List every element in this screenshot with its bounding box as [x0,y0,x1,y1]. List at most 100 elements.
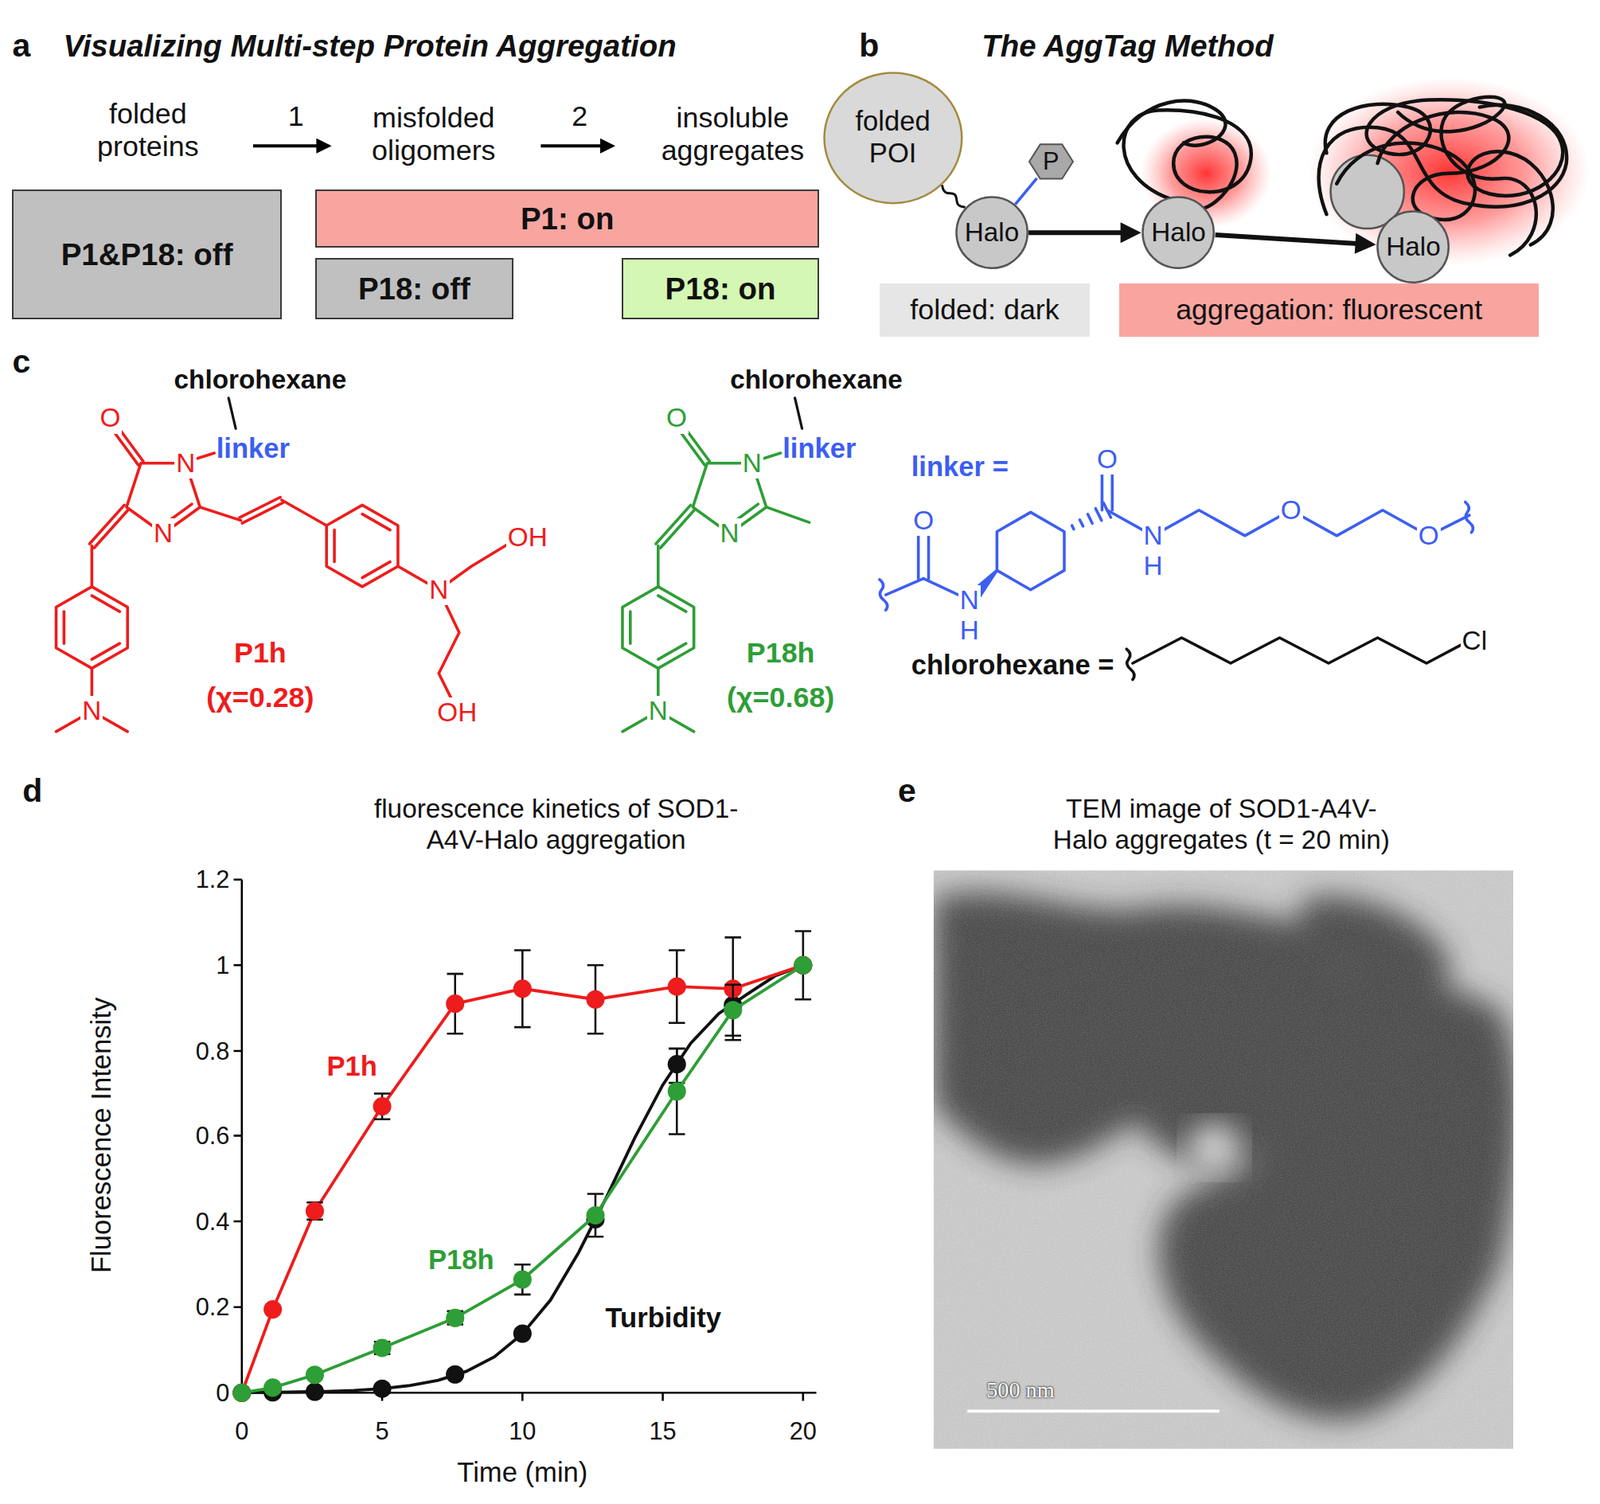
atom-label-box: O [1095,444,1120,475]
p1h-structure [239,496,281,518]
linker-structure [1087,514,1093,524]
atom-label: O [1095,444,1120,475]
turbidity-series [305,1381,324,1401]
compound-name: P1h [234,636,287,670]
p18h-structure [766,507,810,523]
scale-bar [967,1408,1220,1413]
p18h-series [513,1270,532,1289]
compound-value-box: (χ=0.68) [726,681,835,715]
p1h-structure [113,430,139,466]
node-text: Halo [964,217,1020,248]
axis-tick-label-box: 15 [648,1416,676,1445]
series-label: P18h [428,1244,495,1277]
atom-label-box: N [958,585,981,616]
panel-letter-box: d [22,772,43,810]
atom-label: H [958,615,981,646]
panel-title: Visualizing Multi-step Protein Aggregati… [62,28,676,64]
process-arrow [253,144,329,148]
p18h-series [373,1338,392,1357]
definition-label-box: chlorohexane = [911,649,1115,682]
misfolded-chain [1123,109,1252,210]
series-label-box: P1h [327,1050,378,1083]
p1h-structure [56,586,129,669]
p1h-series [513,979,532,998]
axis-tick-label: 0.6 [195,1121,231,1150]
p18h-series [241,964,804,1393]
linker-structure [917,532,921,579]
panel-letter-box: e [897,772,917,810]
panel-letter-box: a [11,27,31,65]
axis-title-box: Time (min) [456,1456,588,1489]
chart-axis [241,1392,804,1401]
node-text: Halo [1385,231,1441,262]
p18h-structure [679,430,705,466]
atom-label: N [427,574,450,605]
atom-label-box: O [97,402,122,434]
compound-name-box: P18h [746,636,816,670]
scale-bar [967,1410,1220,1412]
stage-label: folded proteins [66,97,230,164]
definition-label: linker = [911,451,1009,484]
halo-tag-circle-outline [956,197,1027,269]
series-label-box: P18h [428,1244,495,1277]
p18h-structure [660,508,696,548]
p18h-structure [658,643,687,660]
stage-label-box: folded proteins [66,97,230,164]
protein-ellipse-outline [823,72,962,203]
turbidity-series [513,1323,532,1343]
atom-label: N [80,695,103,726]
linker-structure [1072,525,1074,530]
p18h-series [305,1365,324,1384]
group-label: linker [782,433,856,465]
stage-label: insoluble aggregates [630,101,835,168]
node-text-group: folded POI [846,105,939,170]
scale-bar-label-box: 500 nm [986,1377,1054,1403]
p18h-structure [658,595,687,612]
attachment-bond [228,398,236,429]
p1h-structure [91,595,120,612]
axis-tick-label-box: 0.8 [195,1037,231,1066]
p18h-series [232,956,812,1402]
p1h-structure [91,643,120,660]
p1h-series [306,930,812,1219]
atom-label-box: N [80,695,103,726]
p1h-series [373,1096,392,1116]
atom-label-box: H [1142,550,1165,582]
compound-name-box: P1h [234,636,287,670]
p18h-structure [656,546,660,587]
misfolded-chain [1117,97,1567,256]
probe-hexagon-outline [1029,144,1074,179]
p1h-structure [93,508,129,548]
p1h-series [241,964,804,1393]
probe-state-box: P1&P18: off [11,189,281,320]
node-text: P18: on [665,271,777,307]
turbidity-series [793,956,812,975]
axis-tick-label: 1 [215,951,230,980]
p1h-series [232,1383,251,1402]
tem-micrograph [933,870,1514,1449]
node-text: folded: dark [909,293,1059,327]
tem-micrograph [933,870,1514,1449]
p1h-structure [281,499,327,526]
p1h-structure [199,507,241,521]
probe-bond-line [1014,178,1037,205]
panel-letter-box: b [858,27,879,65]
node-text: P1&P18: off [61,237,234,273]
atom-label-box: N [647,695,670,726]
node-text: folded POI [846,105,939,170]
halo-tag-circle: Halo [1376,210,1450,284]
p1h-structure [332,530,336,562]
atom-label: N [647,695,670,726]
probe-hexagon: P [1027,140,1075,184]
p1h-series [793,956,812,975]
p18h-series [232,1383,251,1402]
p18h-series [232,956,812,1402]
panel-letter: a [11,27,31,65]
linker-structure [1465,502,1474,533]
atom-label-box: N [152,518,175,549]
axis-tick-label-box: 0.6 [195,1121,231,1150]
chlorohexane-structure [1126,637,1461,680]
atom-label: O [1416,520,1441,551]
attachment-bond [795,398,803,429]
